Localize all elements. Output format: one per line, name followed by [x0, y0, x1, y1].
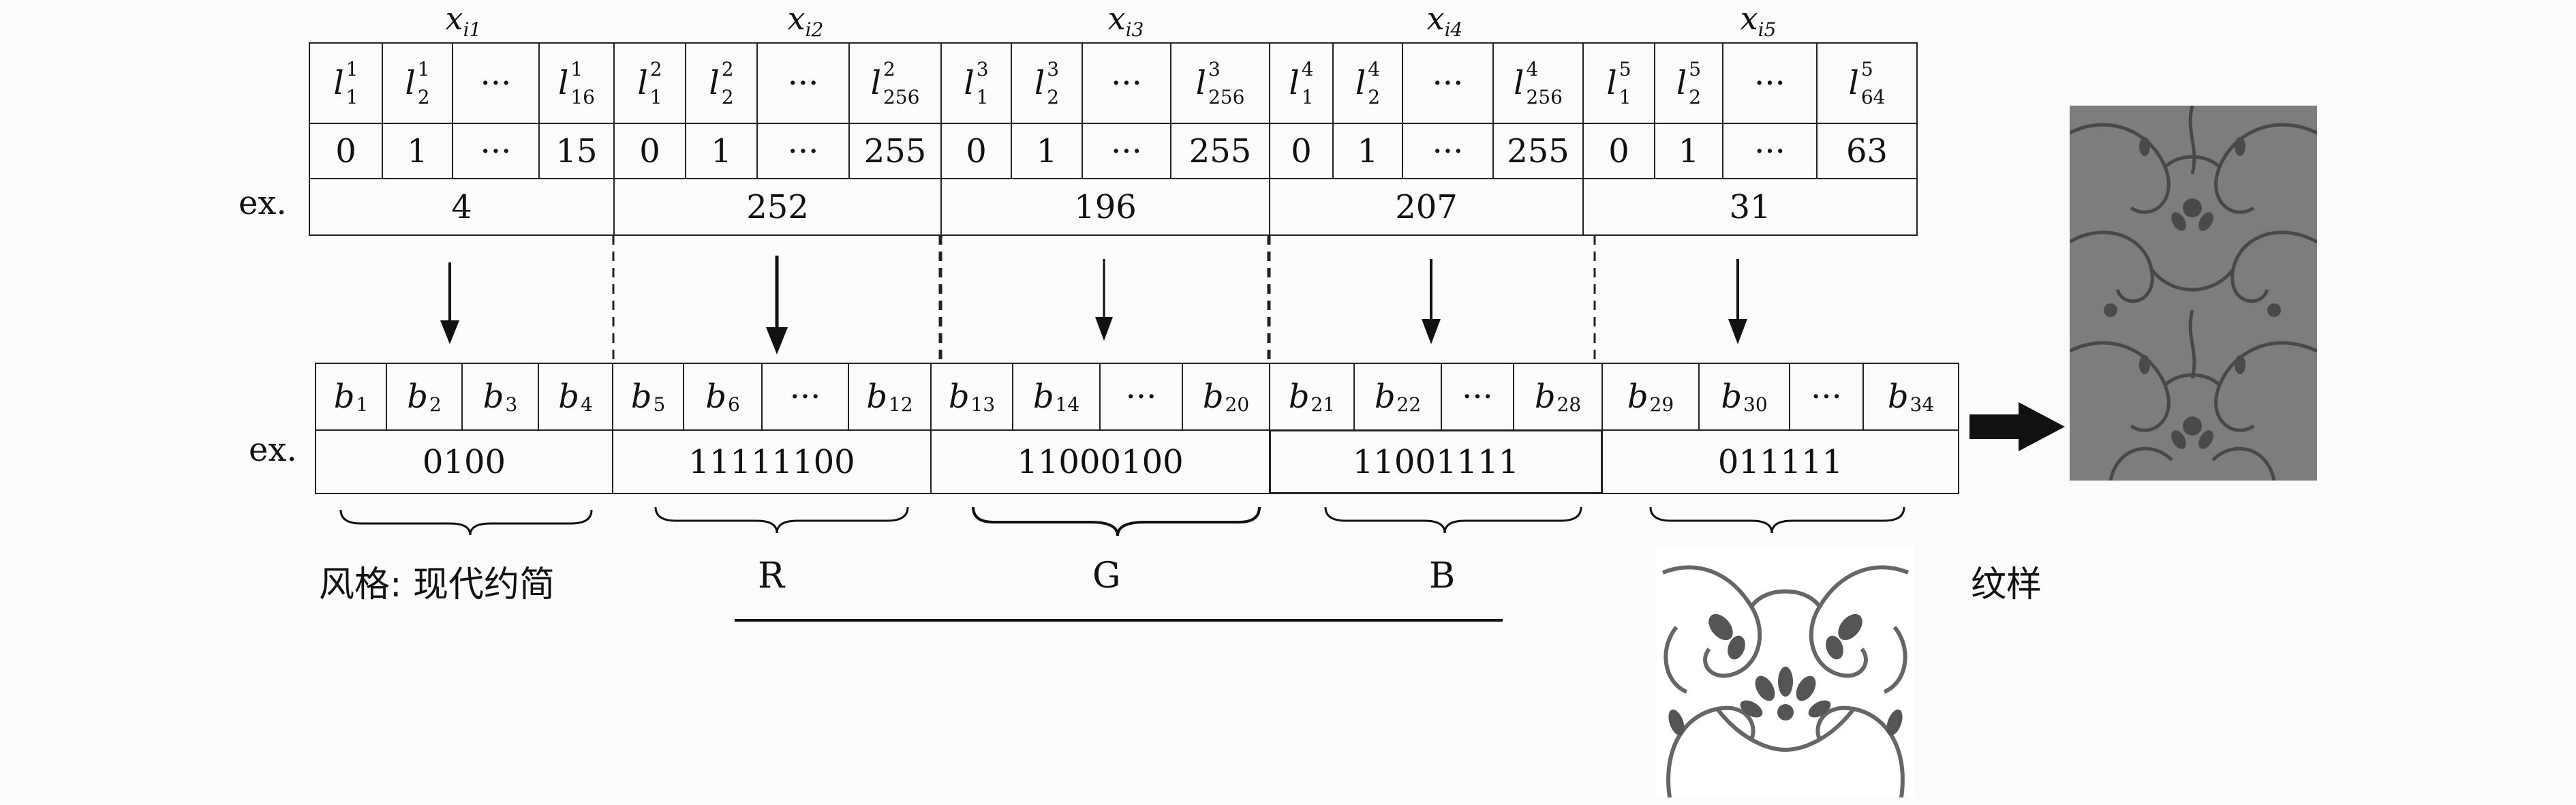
- brace-b: [1324, 506, 1582, 534]
- top-example-cell: 31: [1582, 178, 1918, 236]
- top-label-cell: ···: [452, 42, 540, 124]
- bottom-example-cell: 11000100: [930, 429, 1270, 494]
- right-block-arrow: [1969, 402, 2065, 451]
- caption-g: G: [1092, 556, 1121, 596]
- top-value-cell: 1: [382, 123, 453, 179]
- top-value-cell: 1: [1332, 123, 1403, 179]
- bottom-label-cell: ···: [761, 363, 849, 431]
- top-value-cell: 255: [1170, 123, 1270, 179]
- down-arrow-3: [1095, 259, 1113, 341]
- top-label-cell: ···: [1402, 42, 1494, 124]
- top-value-cell: 0: [309, 123, 383, 179]
- top-example-cell: 207: [1269, 178, 1584, 236]
- header-xi3: xi3: [1107, 0, 1144, 41]
- top-value-cell: ···: [1082, 123, 1171, 179]
- ex-label-bottom: ex.: [249, 431, 297, 469]
- top-value-cell: ···: [1402, 123, 1494, 179]
- top-value-cell: ···: [756, 123, 850, 179]
- top-value-cell: 1: [1654, 123, 1723, 179]
- top-label-cell: ···: [756, 42, 850, 124]
- top-value-cell: 255: [1492, 123, 1584, 179]
- top-example-cell: 252: [613, 178, 942, 236]
- top-value-cell: 0: [1269, 123, 1334, 179]
- top-example-cell: 4: [309, 178, 615, 236]
- top-value-cell: ···: [1722, 123, 1818, 179]
- caption-b: B: [1429, 556, 1456, 596]
- header-xi5: xi5: [1740, 0, 1777, 41]
- top-value-cell: 63: [1816, 123, 1918, 179]
- caption-pattern: 纹样: [1971, 564, 2042, 605]
- brace-style: [339, 509, 593, 536]
- down-arrow-2: [766, 256, 788, 354]
- brace-pattern: [1649, 506, 1905, 534]
- down-arrow-5: [1728, 259, 1747, 344]
- textile-result-image: [2070, 106, 2317, 481]
- top-value-cell: 1: [685, 123, 758, 179]
- top-value-cell: ···: [452, 123, 540, 179]
- caption-style: 风格: 现代约简: [319, 564, 555, 605]
- bottom-label-cell: ···: [1099, 363, 1183, 431]
- pattern-motif-image: [1656, 545, 1915, 798]
- top-value-cell: 0: [1582, 123, 1655, 179]
- ex-label-top: ex.: [239, 184, 287, 222]
- top-value-cell: 0: [613, 123, 686, 179]
- down-arrow-1: [440, 262, 459, 344]
- header-xi4: xi4: [1426, 0, 1463, 41]
- top-example-cell: 196: [940, 178, 1270, 236]
- bottom-label-cell: ···: [1789, 363, 1864, 431]
- header-xi2: xi2: [787, 0, 824, 41]
- brace-r: [654, 506, 909, 534]
- bottom-example-cell: 11111100: [612, 429, 932, 494]
- top-value-cell: 255: [848, 123, 942, 179]
- header-xi1: xi1: [445, 0, 482, 41]
- bottom-label-cell: ···: [1441, 363, 1514, 431]
- bottom-example-cell: 011111: [1601, 429, 1959, 494]
- down-arrow-4: [1422, 259, 1441, 344]
- top-value-cell: 1: [1011, 123, 1083, 179]
- bottom-example-cell: 0100: [315, 429, 613, 494]
- top-label-cell: ···: [1722, 42, 1818, 124]
- caption-r: R: [758, 556, 785, 596]
- top-value-cell: 15: [538, 123, 615, 179]
- brace-g: [972, 506, 1261, 536]
- top-value-cell: 0: [940, 123, 1012, 179]
- bottom-example-cell: 11001111: [1269, 429, 1603, 494]
- top-label-cell: ···: [1082, 42, 1171, 124]
